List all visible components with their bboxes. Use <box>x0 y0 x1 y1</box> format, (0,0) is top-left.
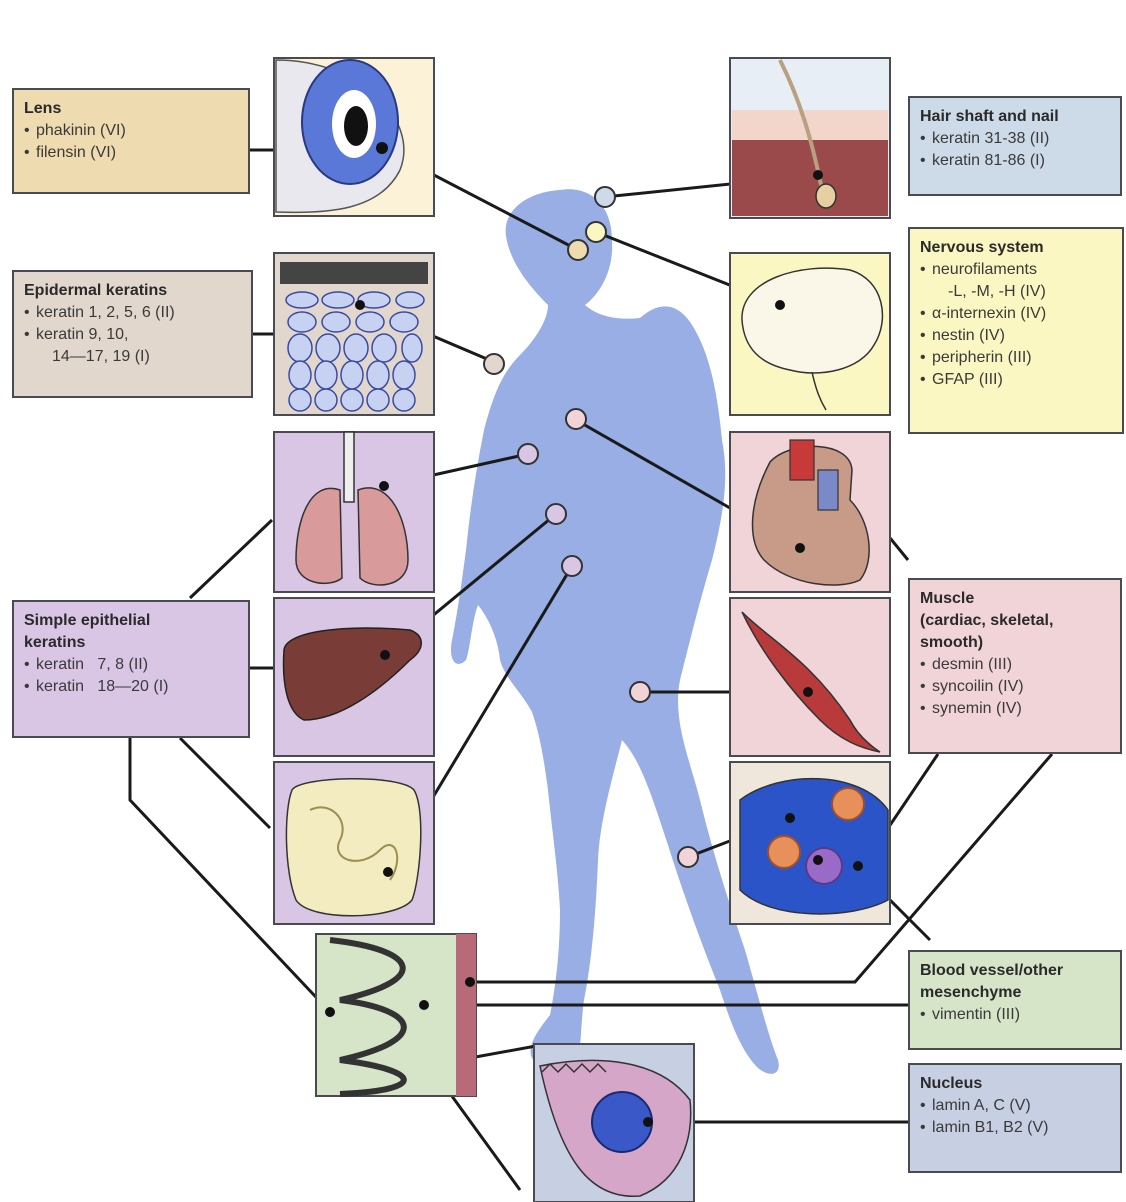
lens-item: •phakinin (VI) <box>24 120 238 142</box>
hair-item: •keratin 81-86 (I) <box>920 150 1110 172</box>
brain-illustration <box>730 253 890 415</box>
muscle-item: •desmin (III) <box>920 654 1110 676</box>
nervous-item-continuation: -L, -M, -H (IV) <box>920 281 1112 303</box>
nervous-system-box: Nervous system •neurofilaments -L, -M, -… <box>908 227 1124 434</box>
eye-illustration <box>274 58 434 216</box>
epidermal-keratins-box: Epidermal keratins •keratin 1, 2, 5, 6 (… <box>12 270 253 398</box>
nervous-item: •peripherin (III) <box>920 347 1112 369</box>
lungs-illustration <box>274 432 434 592</box>
nervous-item: •α-internexin (IV) <box>920 303 1112 325</box>
lens-item: •filensin (VI) <box>24 142 238 164</box>
epidermal-item-continuation: 14—17, 19 (I) <box>24 346 241 368</box>
nervous-title: Nervous system <box>920 237 1112 259</box>
simple-title-line2: keratins <box>24 632 238 654</box>
cell-illustration <box>534 1044 694 1202</box>
epidermal-item: •keratin 9, 10, <box>24 324 241 346</box>
heart-illustration <box>730 432 890 592</box>
muscle-item: •synemin (IV) <box>920 698 1110 720</box>
lens-title: Lens <box>24 98 238 120</box>
muscle-title-line1: Muscle <box>920 588 1110 610</box>
nucleus-box: Nucleus •lamin A, C (V) •lamin B1, B2 (V… <box>908 1063 1122 1173</box>
nervous-item: •neurofilaments <box>920 259 1112 281</box>
muscle-title-line2: (cardiac, skeletal, <box>920 610 1110 632</box>
villus-illustration <box>316 934 476 1096</box>
muscle-item: •syncoilin (IV) <box>920 676 1110 698</box>
blood-title-line2: mesenchyme <box>920 982 1110 1004</box>
nervous-item: •nestin (IV) <box>920 325 1112 347</box>
simple-item: •keratin 18—20 (I) <box>24 676 238 698</box>
lens-box: Lens •phakinin (VI) •filensin (VI) <box>12 88 250 194</box>
hair-shaft-and-nail-box: Hair shaft and nail •keratin 31-38 (II) … <box>908 96 1122 196</box>
epidermis-illustration <box>274 253 434 415</box>
muscle-box: Muscle (cardiac, skeletal, smooth) •desm… <box>908 578 1122 754</box>
muscle-title-line3: smooth) <box>920 632 1110 654</box>
nucleus-item: •lamin B1, B2 (V) <box>920 1117 1110 1139</box>
epidermal-title: Epidermal keratins <box>24 280 241 302</box>
blood-item: •vimentin (III) <box>920 1004 1110 1026</box>
blood-vessel-mesenchyme-box: Blood vessel/other mesenchyme •vimentin … <box>908 950 1122 1050</box>
nucleus-item: •lamin A, C (V) <box>920 1095 1110 1117</box>
simple-item: •keratin 7, 8 (II) <box>24 654 238 676</box>
nucleus-title: Nucleus <box>920 1073 1110 1095</box>
blood-title-line1: Blood vessel/other <box>920 960 1110 982</box>
hair-item: •keratin 31-38 (II) <box>920 128 1110 150</box>
hair-title: Hair shaft and nail <box>920 106 1110 128</box>
simple-epithelial-keratins-box: Simple epithelial keratins •keratin 7, 8… <box>12 600 250 738</box>
epidermal-item: •keratin 1, 2, 5, 6 (II) <box>24 302 241 324</box>
simple-title-line1: Simple epithelial <box>24 610 238 632</box>
liver-illustration <box>274 598 434 756</box>
skeletal-muscle-illustration <box>730 598 890 756</box>
hair-follicle-illustration <box>730 58 890 218</box>
intestine-illustration <box>274 762 434 924</box>
blood-vessel-illustration <box>730 762 890 924</box>
nervous-item: •GFAP (III) <box>920 369 1112 391</box>
